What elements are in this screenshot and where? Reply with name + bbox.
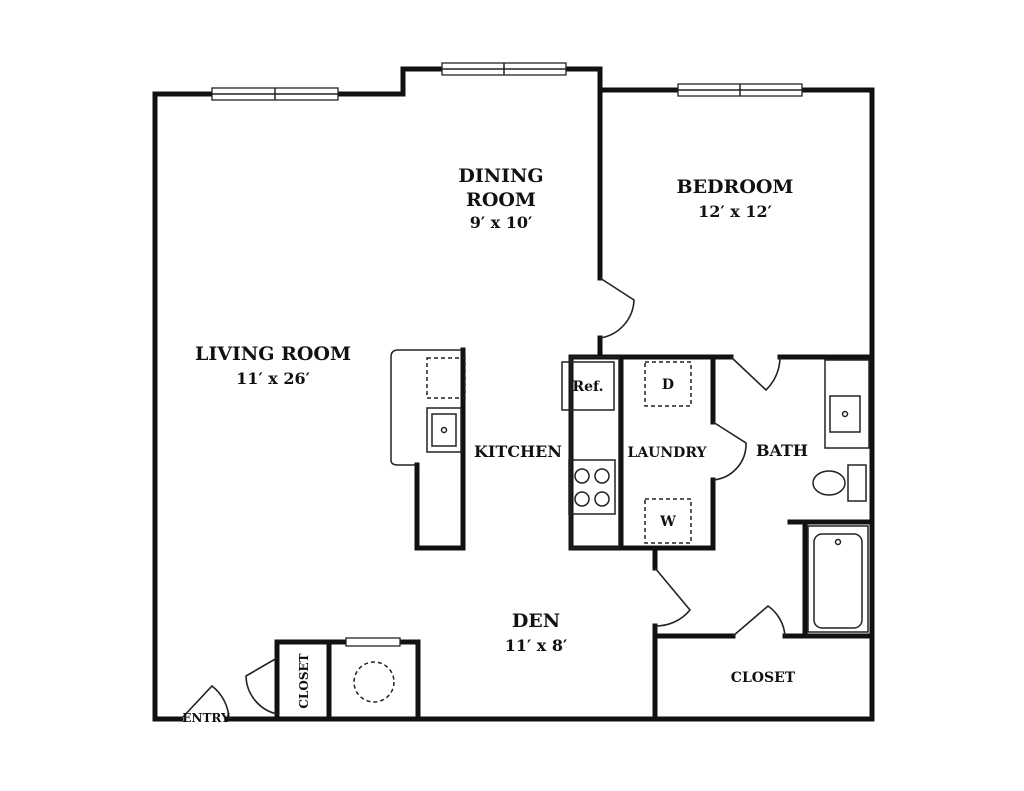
kitchen-label: KITCHEN: [474, 442, 562, 461]
bath-fixtures: [807, 359, 870, 633]
kitchen-appliances: [561, 356, 620, 549]
washer: [644, 498, 692, 544]
living-room-size: 11′ x 26′: [236, 369, 310, 388]
bath-sink-counter: [824, 359, 870, 449]
toilet: [812, 470, 846, 496]
den-label: DEN: [512, 610, 560, 632]
bedroom-label: BEDROOM: [677, 176, 794, 198]
stove: [568, 459, 616, 515]
den-size: 11′ x 8′: [505, 636, 568, 655]
doors: [180, 277, 786, 720]
refrigerator: [561, 361, 615, 411]
windows: [211, 62, 803, 101]
closet-label-entry: CLOSET: [297, 653, 311, 708]
refrigerator-label: Ref.: [573, 379, 604, 395]
dryer: [644, 361, 692, 407]
dining-size: 9′ x 10′: [470, 213, 533, 232]
closet-label-right: CLOSET: [731, 670, 796, 686]
dining-label-1: DINING: [458, 165, 543, 187]
washer-label: W: [659, 514, 676, 530]
living-room-label: LIVING ROOM: [195, 343, 351, 365]
island-sink: [426, 407, 462, 453]
bathtub: [807, 525, 869, 633]
bedroom-size: 12′ x 12′: [698, 202, 772, 221]
utility-closet: [345, 637, 401, 703]
dining-label-2: ROOM: [466, 189, 536, 211]
laundry-label: LAUNDRY: [627, 445, 707, 461]
bath-label: BATH: [756, 441, 808, 460]
dryer-label: D: [662, 377, 674, 393]
entry-label: ENTRY: [182, 711, 230, 725]
water-heater: [353, 661, 395, 703]
laundry-appliances: [644, 361, 692, 544]
kitchen-island: [390, 349, 466, 466]
interior-walls: [274, 87, 875, 722]
